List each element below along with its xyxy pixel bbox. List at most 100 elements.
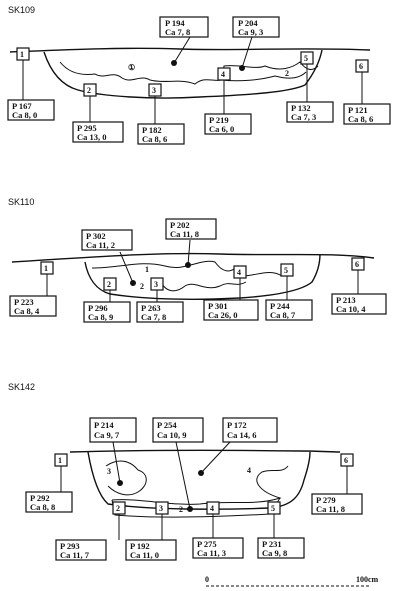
ground-surface [69, 449, 341, 453]
pit-outline [84, 253, 321, 300]
ground-surface [9, 47, 371, 53]
point-number: 4 [210, 504, 214, 513]
layer-label: 4 [247, 466, 251, 475]
ca-value: Ca 10, 4 [336, 304, 366, 314]
point-number: 6 [355, 260, 359, 269]
value-box [257, 537, 305, 559]
fill-box [222, 417, 278, 443]
value-box [83, 301, 131, 323]
leader-line [241, 36, 253, 69]
value-box [55, 539, 107, 561]
ca-value: Ca 11, 2 [86, 240, 115, 250]
p-value: P 172 [227, 420, 247, 430]
value-box [286, 101, 334, 123]
point-number: 6 [344, 456, 348, 465]
layer-boundary-2 [221, 71, 307, 82]
value-box [9, 295, 57, 317]
ca-value: Ca 7, 3 [291, 112, 316, 122]
point-number: 3 [152, 86, 156, 95]
leader-line [175, 441, 191, 510]
value-box [7, 99, 55, 121]
ca-value: Ca 9, 7 [94, 430, 120, 440]
ca-value: Ca 10, 9 [157, 430, 187, 440]
ca-value: Ca 11, 0 [130, 550, 159, 560]
scale-end-label: 100cm [356, 575, 379, 584]
section-title: SK109 [8, 5, 35, 15]
layer-label: 2 [140, 282, 144, 291]
p-value: P 295 [77, 123, 97, 133]
layer-boundary-3 [111, 497, 281, 518]
ca-value: Ca 9, 3 [238, 27, 263, 37]
ca-value: Ca 9, 8 [262, 548, 287, 558]
value-box [311, 493, 363, 515]
value-box [136, 301, 184, 323]
p-value: P 214 [94, 420, 114, 430]
fill-box [81, 229, 133, 251]
p-value: P 296 [88, 303, 108, 313]
point-number: 5 [271, 504, 275, 513]
p-value: P 263 [141, 303, 161, 313]
value-box [203, 299, 259, 321]
ca-value: Ca 8, 9 [88, 312, 113, 322]
fill-box [159, 16, 209, 38]
p-value: P 182 [142, 125, 162, 135]
section-title: SK110 [8, 197, 34, 207]
value-box [125, 539, 177, 561]
ca-value: Ca 11, 7 [60, 550, 90, 560]
ca-value: Ca 8, 0 [12, 110, 37, 120]
ground-surface [11, 252, 375, 263]
leader-line [173, 36, 191, 64]
p-value: P 132 [291, 103, 311, 113]
leader-line [200, 441, 231, 474]
value-box [25, 491, 73, 513]
p-value: P 302 [86, 231, 106, 241]
ca-value: Ca 8, 6 [142, 134, 167, 144]
leader-line [187, 239, 191, 266]
point-number: 1 [20, 50, 24, 59]
section-sk109: SK109 ① 2 P 194 Ca 7, 8 P 204 Ca 9, 3 1 … [7, 5, 391, 145]
fill-box [165, 218, 217, 240]
p-value: P 213 [336, 295, 356, 305]
layer-boundary [105, 460, 147, 496]
ca-value: Ca 11, 8 [316, 504, 345, 514]
p-value: P 219 [209, 115, 229, 125]
point-number: 5 [284, 266, 288, 275]
ca-value: Ca 14, 6 [227, 430, 257, 440]
ca-value: Ca 26, 0 [208, 310, 238, 320]
point-number: 2 [116, 504, 120, 513]
ca-value: Ca 8, 4 [14, 306, 40, 316]
p-value: P 204 [238, 18, 258, 28]
fill-box [152, 417, 204, 443]
point-number: 4 [221, 70, 225, 79]
section-sk142: SK142 3 4 2 P 214 Ca 9, 7 P 254 Ca 10, 9… [8, 382, 363, 561]
point-number: 1 [58, 456, 62, 465]
leader-line [119, 251, 134, 284]
value-box [192, 537, 244, 559]
layer-label: 3 [107, 467, 111, 476]
ca-value: Ca 8, 7 [270, 310, 296, 320]
layer-boundary [59, 61, 319, 85]
p-value: P 192 [130, 541, 150, 551]
value-box [343, 103, 391, 125]
point-number: 2 [87, 86, 91, 95]
p-value: P 167 [12, 101, 32, 111]
layer-boundary-2 [159, 279, 247, 292]
ca-value: Ca 6, 0 [209, 124, 234, 134]
layer-boundary [91, 260, 283, 277]
fill-box [89, 417, 137, 443]
value-box [137, 123, 185, 145]
point-number: 3 [159, 504, 163, 513]
p-value: P 231 [262, 539, 282, 549]
layer-label: 2 [179, 505, 183, 514]
layer-label: 1 [145, 265, 149, 274]
ca-value: Ca 8, 6 [348, 114, 373, 124]
scale-bar: 0 100cm [205, 575, 379, 587]
p-value: P 202 [170, 220, 190, 230]
ca-value: Ca 11, 8 [170, 229, 199, 239]
ca-value: Ca 13, 0 [77, 132, 107, 142]
p-value: P 293 [60, 541, 80, 551]
ca-value: Ca 7, 8 [165, 27, 190, 37]
scale-start-label: 0 [205, 575, 209, 584]
p-value: P 244 [270, 301, 290, 311]
